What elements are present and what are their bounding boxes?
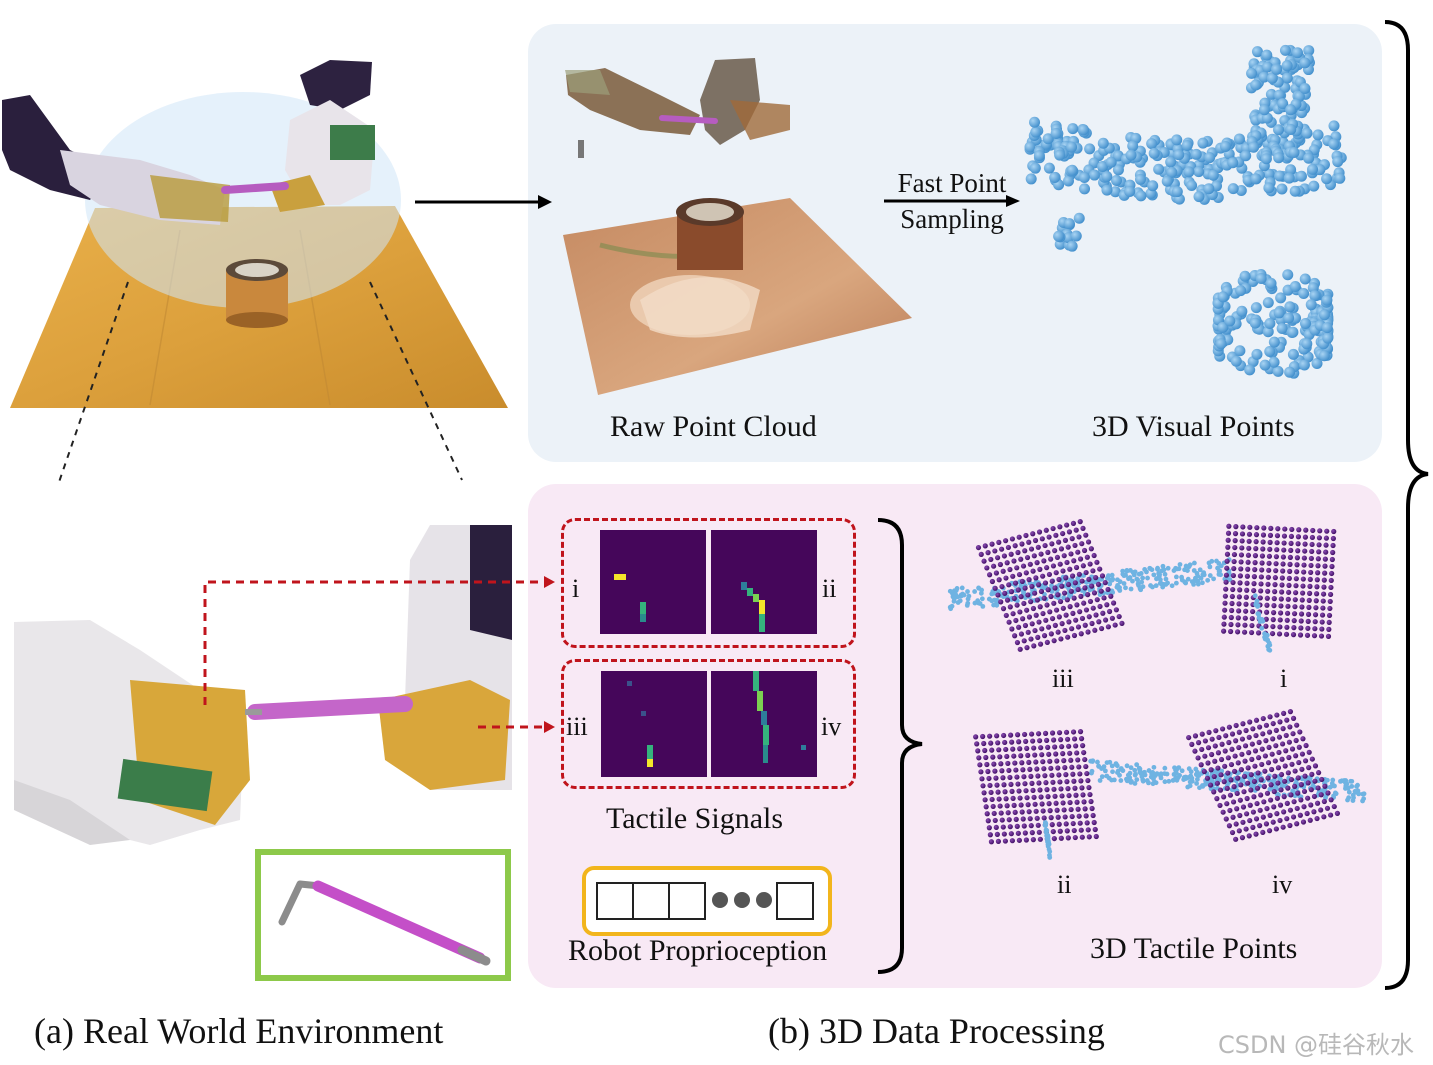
caption-a: (a) Real World Environment [34,1011,444,1051]
raw-point-cloud-label: Raw Point Cloud [610,410,817,443]
tactile-point-id-top-left: iii [1052,664,1074,693]
tactile-points-label: 3D Tactile Points [1090,932,1298,965]
fast-point-sampling-label-2: Sampling [900,204,1004,234]
ellipsis-dot [734,892,750,908]
tactile-heatmap-i [600,530,706,634]
visual-points-label: 3D Visual Points [1092,410,1295,443]
zoom-line-right [369,281,463,481]
caption-b: (b) 3D Data Processing [768,1011,1105,1051]
tactile-points-3d [947,519,1367,860]
fast-point-sampling-label-1: Fast Point [897,168,1007,198]
ellipsis-dot [756,892,772,908]
hex-key-tool [221,182,289,194]
tactile-pair-bottom-box [561,659,856,789]
visual-points [1024,44,1347,379]
robot-arm-left [2,95,230,225]
proprio-cell [596,882,634,920]
watermark: CSDN @硅谷秋水 [1218,1031,1415,1059]
ellipsis-dot [712,892,728,908]
gripper-closeup [14,525,512,845]
tactile-heatmap-ii [711,530,817,634]
proprio-cell [776,882,814,920]
raw-point-cloud [563,58,912,395]
tactile-id-iv: iv [821,712,842,741]
proprioception-vector [582,866,832,936]
tool-inset-hexkey [278,880,491,966]
tactile-id-i: i [572,574,580,603]
tactile-point-id-bottom-left: ii [1057,870,1072,899]
tape-roll [226,259,288,328]
tactile-heatmap-iv [711,671,817,777]
tactile-id-iii: iii [566,712,588,741]
tactile-point-id-top-right: i [1280,664,1288,693]
tactile-signals-label: Tactile Signals [606,802,784,835]
tactile-point-id-bottom-right: iv [1272,870,1293,899]
real-world-scene [2,60,508,486]
tactile-heatmap-iii [601,671,707,777]
proprio-cell [668,882,706,920]
robot-proprioception-label: Robot Proprioception [568,934,828,967]
outer-brace [1384,20,1429,990]
tactile-pair-top-box [561,518,856,648]
inner-brace [877,518,923,974]
tactile-id-ii: ii [822,574,837,603]
proprio-cell [632,882,670,920]
